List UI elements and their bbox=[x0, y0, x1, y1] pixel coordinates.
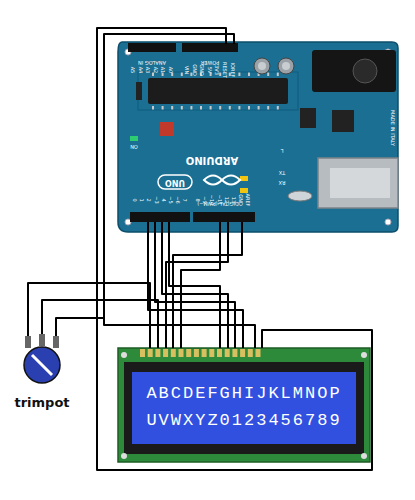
pin-name: RESET bbox=[222, 62, 227, 78]
led-name: ON bbox=[130, 144, 138, 149]
pin-name: 2 bbox=[146, 198, 151, 201]
pin-name: AREF bbox=[245, 194, 250, 207]
pin-name: ~5 bbox=[168, 196, 173, 203]
pin-name: GND bbox=[238, 194, 243, 205]
board-text: MADE IN ITALY bbox=[390, 110, 395, 146]
pin-name: ~10 bbox=[209, 195, 214, 206]
pin-name: GND bbox=[199, 64, 204, 75]
lcd-line: UVWXYZ0123456789 bbox=[146, 412, 341, 429]
pin-name: 8 bbox=[195, 198, 200, 201]
lcd-line: ABCDEFGHIJKLMNOP bbox=[146, 385, 341, 402]
pin-name: 12 bbox=[223, 197, 228, 203]
led-name: RX bbox=[279, 180, 286, 185]
arduino-board bbox=[118, 42, 398, 232]
pin-name: A1 bbox=[160, 67, 165, 74]
pin-name: 1 bbox=[139, 198, 144, 201]
pin-name: 7 bbox=[182, 198, 187, 201]
led-name: L bbox=[281, 148, 284, 153]
pin-name: A3 bbox=[145, 67, 150, 74]
pin-name: ~6 bbox=[175, 196, 180, 203]
board-model: UNO bbox=[165, 178, 185, 186]
pin-name: ~9 bbox=[202, 196, 207, 203]
wires bbox=[28, 28, 372, 470]
lcd-module bbox=[118, 348, 370, 462]
pin-name: 5V bbox=[206, 67, 211, 74]
trimpot-symbol bbox=[24, 334, 60, 383]
pin-name: GND bbox=[191, 64, 196, 75]
header-name: POWER bbox=[201, 60, 220, 65]
pin-name: A2 bbox=[152, 67, 157, 74]
part-name: trimpot bbox=[14, 396, 69, 409]
header-name: ANALOG IN bbox=[138, 60, 166, 65]
pin-name: 3V3 bbox=[214, 65, 219, 75]
pin-name: 4 bbox=[160, 198, 165, 201]
pin-name: IOREF bbox=[229, 63, 234, 78]
pin-name: 13 bbox=[231, 197, 236, 203]
led-name: TX bbox=[279, 170, 285, 175]
board-name: ARDUINO bbox=[186, 155, 238, 165]
pin-name: ~3 bbox=[153, 196, 158, 203]
pin-name: A4 bbox=[137, 67, 142, 74]
pin-name: A5 bbox=[130, 67, 135, 74]
pin-name: A0 bbox=[168, 67, 173, 74]
pin-name: 0 bbox=[132, 198, 137, 201]
pin-name: VIN bbox=[184, 66, 189, 75]
pin-name: ~11 bbox=[216, 195, 221, 206]
